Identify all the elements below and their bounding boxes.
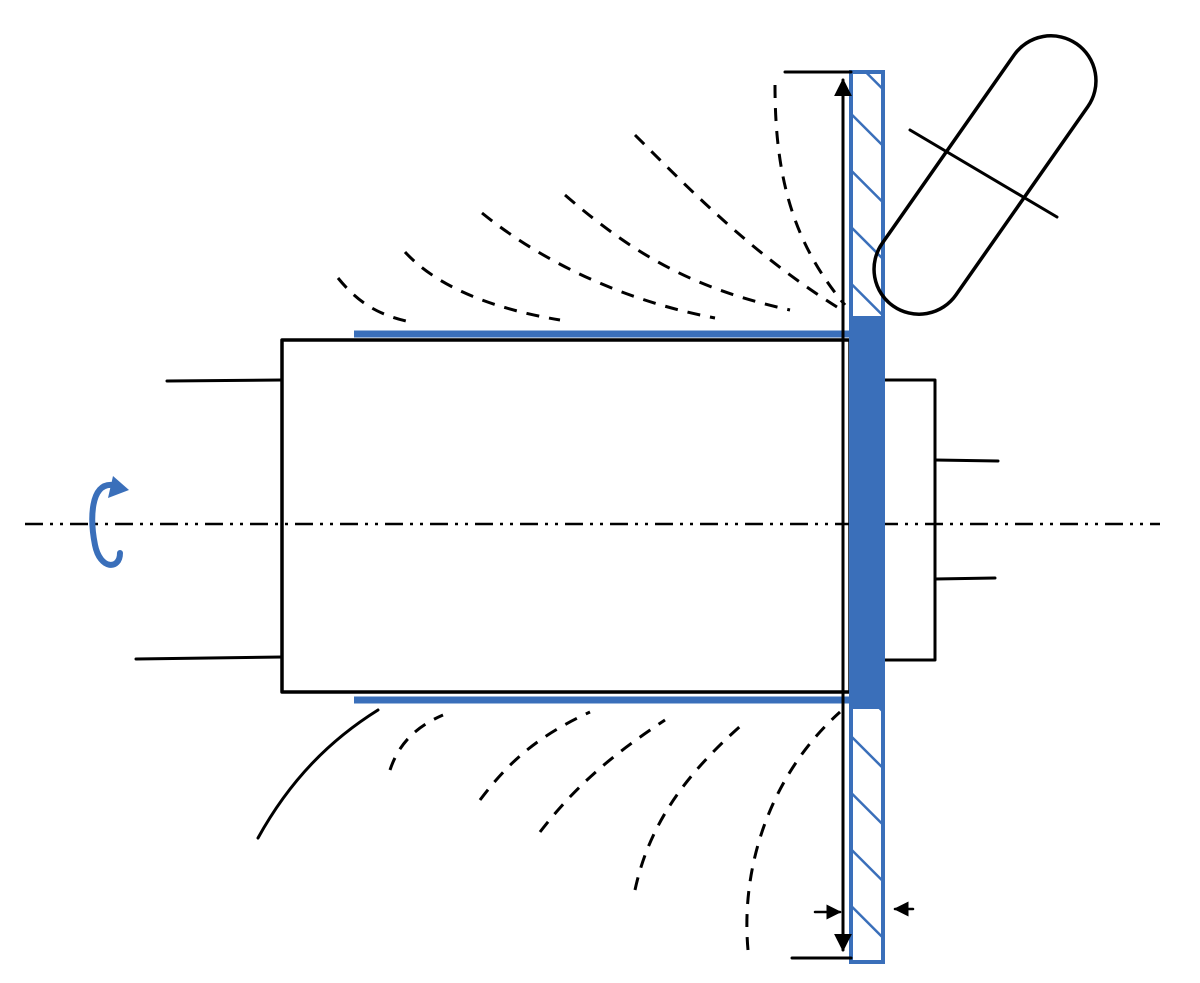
rotation-arrow-icon <box>89 476 129 568</box>
tailstock-shaft-top <box>933 458 1000 463</box>
tailstock-pad <box>878 378 937 662</box>
lower-forming-trajectories <box>256 708 841 951</box>
blank-height-dimension <box>783 70 853 960</box>
spindle-shaft-bottom <box>134 655 284 661</box>
blank-thickness-dimension <box>813 901 915 920</box>
spinning-roller <box>872 34 1098 316</box>
workpiece-blank <box>354 70 885 964</box>
mandrel-body <box>280 338 852 694</box>
tailstock-shaft-bottom <box>933 576 997 581</box>
upper-forming-trajectories <box>336 84 847 324</box>
spindle-shaft-top <box>165 378 284 383</box>
